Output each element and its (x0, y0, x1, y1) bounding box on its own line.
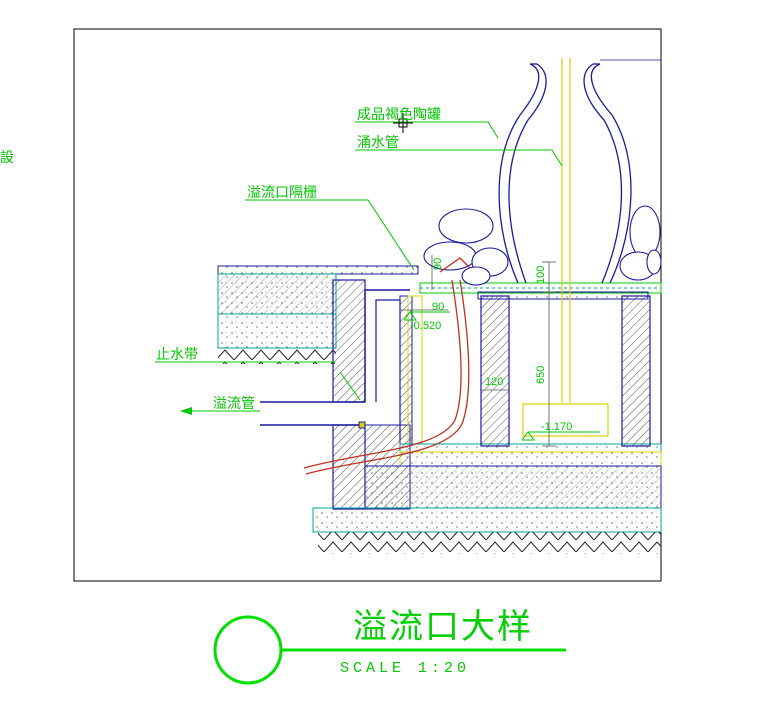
label-water-stop: 止水带 (156, 347, 198, 363)
pebbles (423, 205, 662, 286)
level-upper: -0.520 (410, 320, 441, 332)
label-overflow-grille: 溢流口隔栅 (247, 185, 317, 201)
dim-120: 120 (485, 376, 503, 388)
dim-90-vertical: 90 (432, 258, 444, 270)
drawing-scale: SCALE 1:20 (340, 660, 470, 677)
overflow-channel (364, 289, 423, 445)
overflow-grille (419, 282, 662, 300)
dim-100: 100 (535, 266, 547, 284)
drawing-frame (73, 28, 662, 582)
label-spout-pipe: 涌水管 (357, 135, 399, 151)
title-circle (213, 615, 283, 685)
ceramic-vase (498, 59, 661, 284)
dim-650: 650 (535, 366, 547, 384)
dim-90-horizontal: 90 (432, 301, 444, 313)
drawing-title: 溢流口大样 (353, 607, 533, 647)
pool-basin (312, 443, 662, 554)
level-markers (403, 311, 600, 441)
water-stop-marker (339, 371, 366, 429)
left-paving (217, 265, 419, 364)
label-overflow-pipe: 溢流管 (213, 396, 255, 412)
edge-text-fragment: 設 (0, 150, 14, 166)
label-vase: 成品褐色陶罐 (357, 106, 441, 123)
spout-pipe (522, 58, 609, 437)
level-lower: -1.170 (541, 421, 572, 433)
dimension-lines (400, 255, 556, 447)
cursor-crosshair (393, 113, 413, 133)
flexible-pipe (303, 257, 471, 475)
support-piers (480, 295, 651, 447)
overflow-pipe (260, 401, 365, 426)
